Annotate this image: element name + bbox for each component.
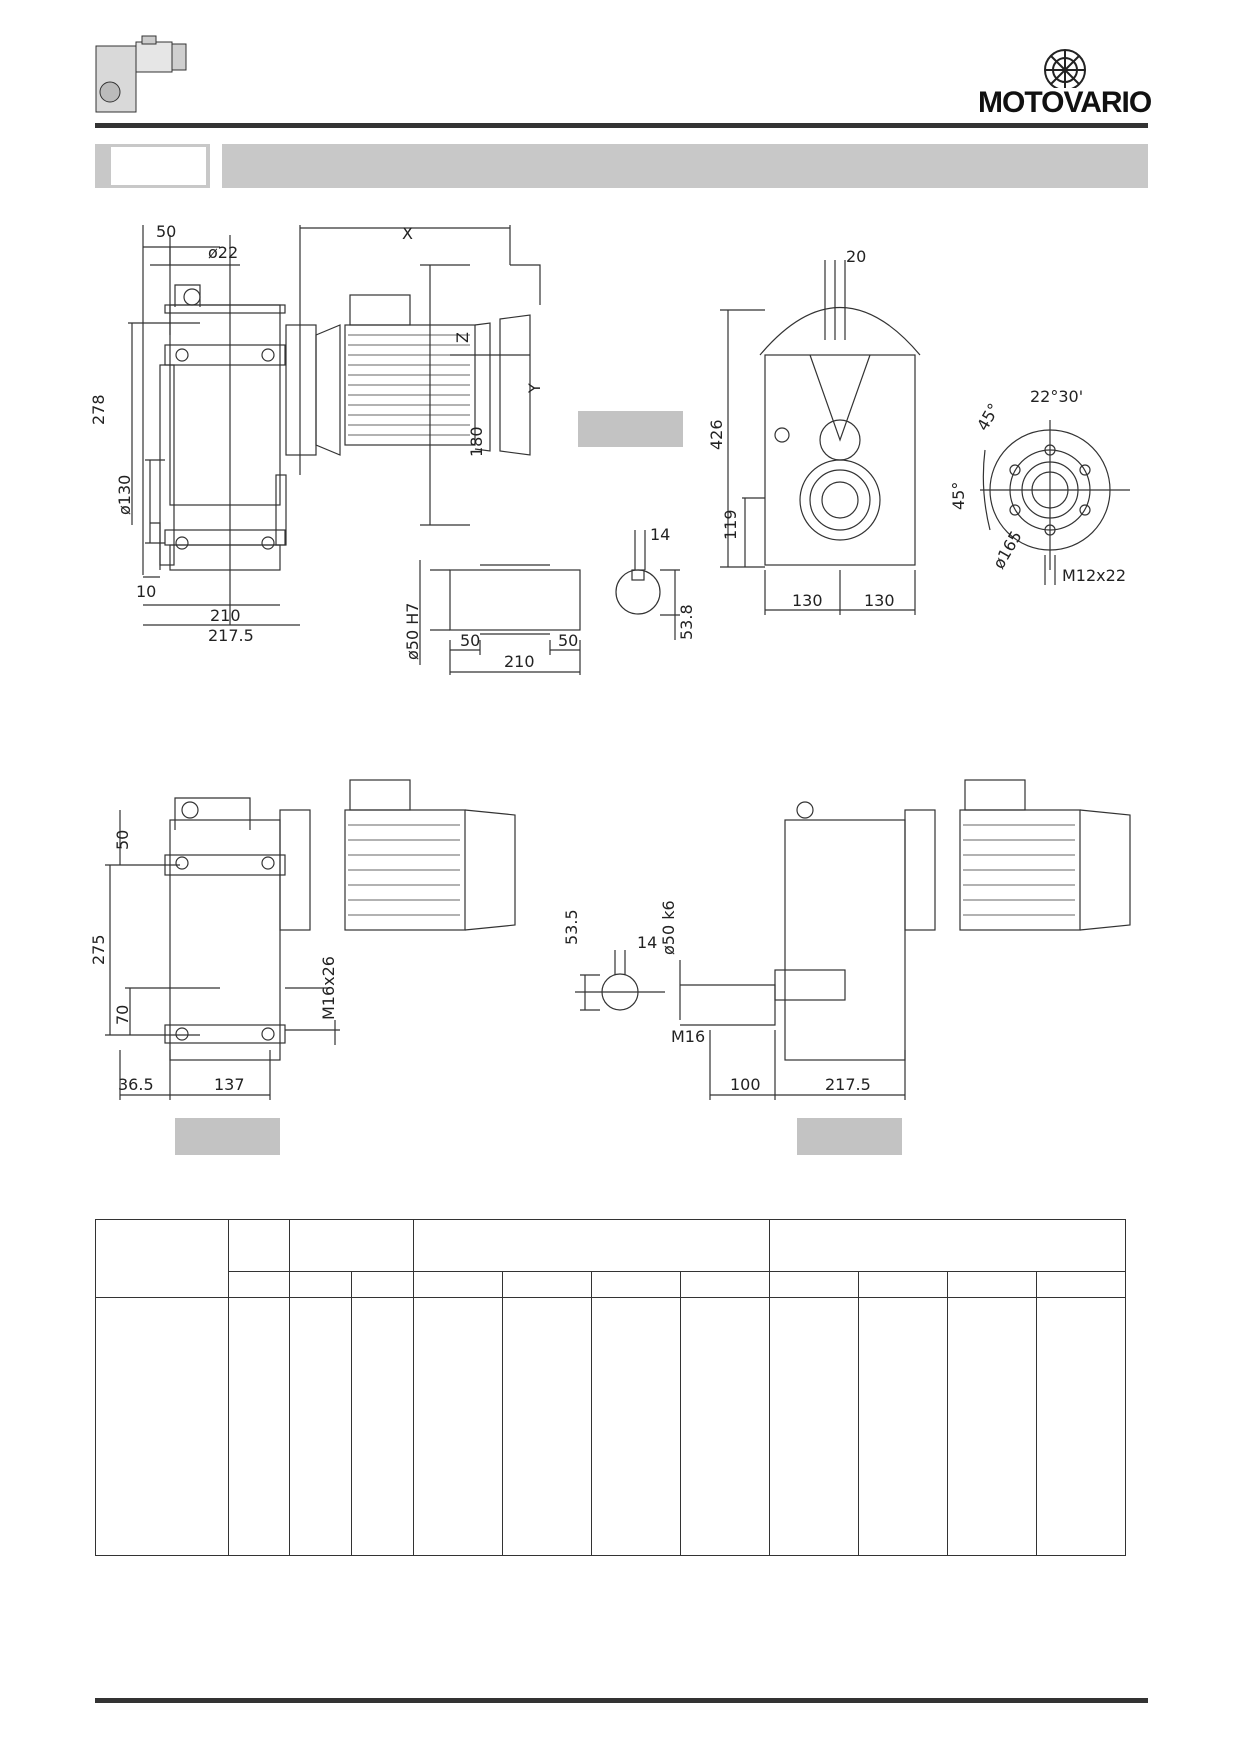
table-header-cell xyxy=(95,1219,229,1298)
dim-50-a: 50 xyxy=(460,631,480,650)
dim-45-a: 45° xyxy=(973,400,1004,434)
dim-70: 70 xyxy=(113,1005,132,1025)
table-subheader-cell xyxy=(591,1271,681,1298)
dim-119: 119 xyxy=(721,509,740,540)
footer-rule xyxy=(95,1698,1148,1703)
dim-137: 137 xyxy=(214,1075,245,1094)
table-header-cell xyxy=(228,1219,290,1272)
table-subheader-cell xyxy=(680,1271,770,1298)
dim-130-b: 130 xyxy=(864,591,895,610)
dim-36-5: 36.5 xyxy=(118,1075,154,1094)
header-rule xyxy=(95,123,1148,128)
dim-d50-k6: ø50 k6 xyxy=(659,900,678,955)
dim-45-b: 45° xyxy=(950,482,968,510)
table-subheader-cell xyxy=(228,1271,290,1298)
hollow-shaft-detail: ø50 H7 50 50 210 14 53.8 xyxy=(403,525,696,675)
dim-m16: M16 xyxy=(671,1027,705,1046)
table-subheader-cell xyxy=(502,1271,592,1298)
table-header-cell xyxy=(769,1219,1126,1272)
dim-100: 100 xyxy=(730,1075,761,1094)
table-subheader-cell xyxy=(947,1271,1037,1298)
table-header-cell xyxy=(289,1219,414,1272)
table-subheader-cell xyxy=(289,1271,352,1298)
dim-z: Z xyxy=(453,332,472,343)
table-subheader-cell xyxy=(769,1271,859,1298)
dimensions-table xyxy=(95,1219,1126,1556)
logo-wordmark: MOTOVARIO xyxy=(978,86,1152,119)
dim-d50-h7: ø50 H7 xyxy=(403,603,422,660)
front-view-drawing: 20 426 119 130 130 xyxy=(707,247,921,615)
dim-53-5: 53.5 xyxy=(562,909,581,945)
dim-20: 20 xyxy=(846,247,866,266)
dim-22-30: 22°30' xyxy=(1030,387,1083,406)
dim-d22: ø22 xyxy=(208,243,238,262)
dim-10: 10 xyxy=(136,582,156,601)
view-label-box-bottom-left xyxy=(175,1118,280,1155)
dim-14: 14 xyxy=(650,525,670,544)
dim-210: 210 xyxy=(210,606,241,625)
section-title-bar xyxy=(222,144,1148,188)
table-header-cell xyxy=(413,1219,770,1272)
table-subheader-cell xyxy=(413,1271,503,1298)
dim-180: 180 xyxy=(467,426,486,457)
dim-x: X xyxy=(402,225,413,243)
dim-m12x22: M12x22 xyxy=(1062,566,1126,585)
motovario-logo xyxy=(1000,40,1130,91)
dim-50-b: 50 xyxy=(558,631,578,650)
table-subheader-cell xyxy=(351,1271,414,1298)
dim-d130: ø130 xyxy=(115,475,134,515)
dim-50: 50 xyxy=(156,225,176,241)
flange-detail: 22°30' 45° 45° ø165 M12x22 xyxy=(950,387,1130,585)
dim-278: 278 xyxy=(90,394,108,425)
dim-14-br: 14 xyxy=(637,933,657,952)
dim-210-shaft: 210 xyxy=(504,652,535,671)
dim-50-bl: 50 xyxy=(113,830,132,850)
dim-m16x26: M16x26 xyxy=(319,956,338,1020)
dim-d165: ø165 xyxy=(989,528,1026,572)
section-tab xyxy=(95,144,210,188)
view-label-box-bottom-right xyxy=(797,1118,902,1155)
table-subheader-cell xyxy=(1036,1271,1126,1298)
dim-426: 426 xyxy=(707,419,726,450)
foot-mounted-view: 50 275 70 M16x26 36.5 137 xyxy=(90,779,516,1100)
product-thumbnail xyxy=(92,34,190,118)
dim-217-5-br: 217.5 xyxy=(825,1075,871,1094)
table-subheader-cell xyxy=(858,1271,948,1298)
side-view-drawing: 50 ø22 X Z Y 278 ø130 180 10 210 217.5 xyxy=(90,225,544,645)
solid-shaft-view: 53.5 14 ø50 k6 M16 100 217.5 xyxy=(562,779,1131,1100)
dim-y: Y xyxy=(525,383,544,394)
view-label-box-top xyxy=(578,411,683,447)
dim-275: 275 xyxy=(90,934,108,965)
dim-53-8: 53.8 xyxy=(677,604,696,640)
table-row xyxy=(95,1297,1126,1556)
dim-217-5: 217.5 xyxy=(208,626,254,645)
dim-130-a: 130 xyxy=(792,591,823,610)
